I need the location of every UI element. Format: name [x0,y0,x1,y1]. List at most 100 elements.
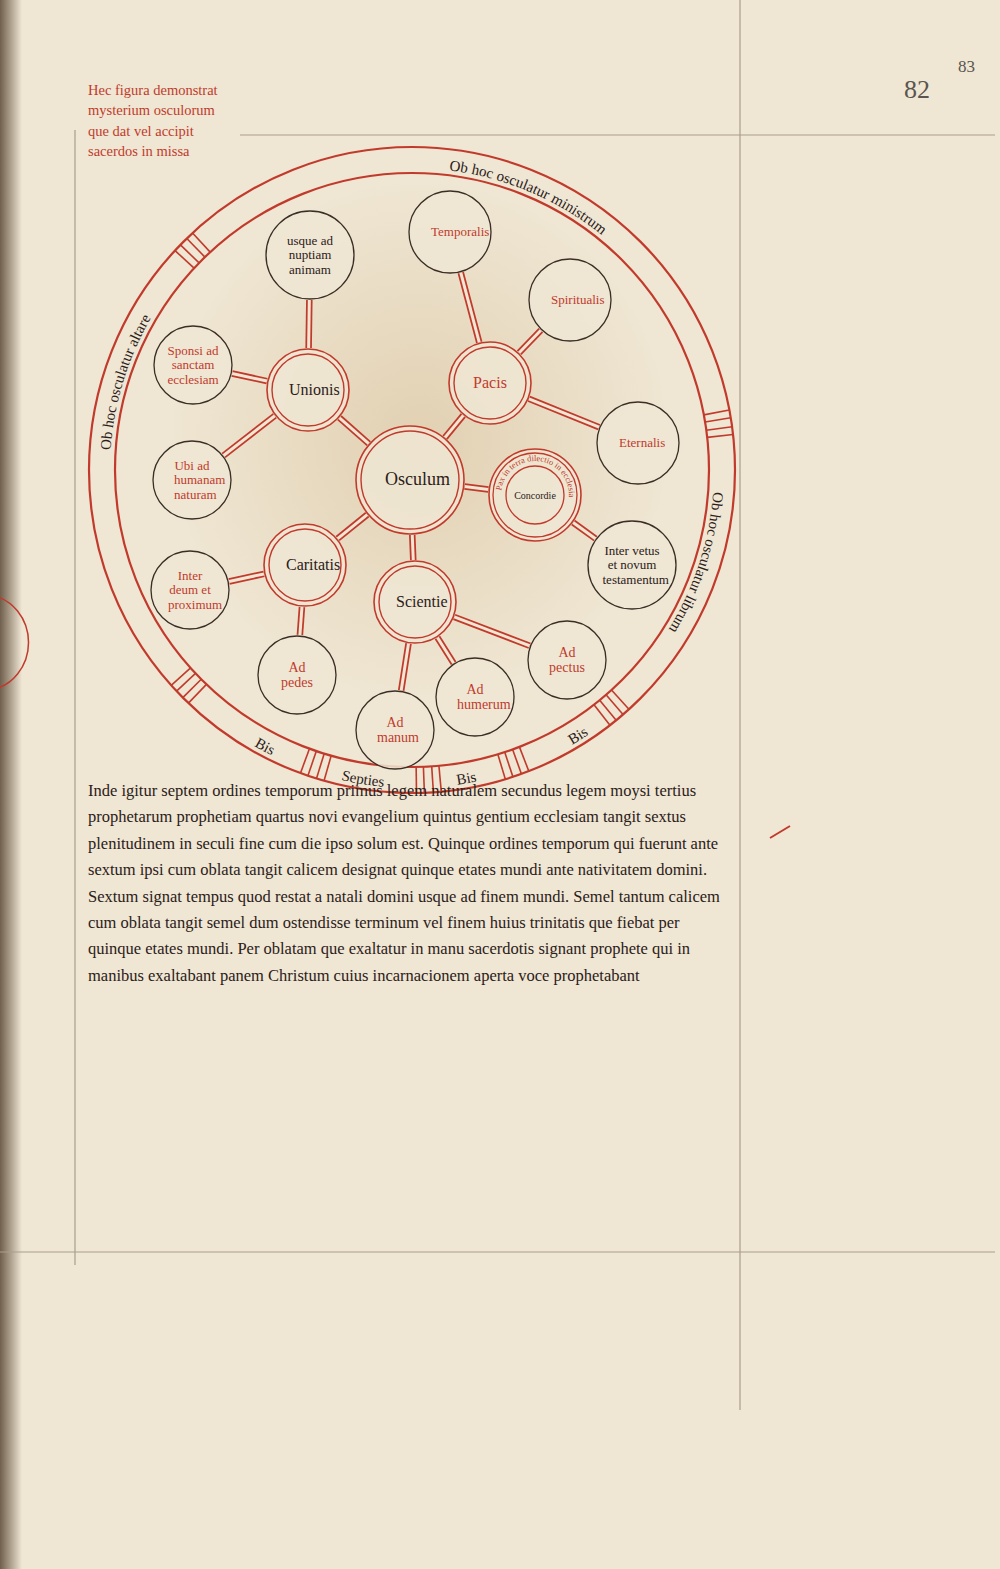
circle-border [154,326,232,404]
leaf-circle: Ad manum [355,690,435,770]
circle-text: Inter deum et proximum [168,569,212,612]
outer-ring [356,426,464,534]
ladder-mark [308,751,316,776]
inner-ring [379,566,451,638]
double-connector [573,523,595,539]
connector-inner [437,638,453,664]
outer-ring [489,449,581,541]
connector-outer [412,535,413,560]
core-ring [506,466,564,524]
circle-border [588,521,676,609]
connector-outer [437,638,453,664]
circle-text: Ubi ad humanam naturam [174,459,210,502]
connector-inner [573,523,595,539]
connector-outer [339,418,368,444]
circle-border [153,441,231,519]
leaf-circle: Eternalis [596,401,680,485]
margin-fragment [0,595,29,690]
node-label: Inter deum et proximum [168,569,212,612]
connector-inner [454,617,529,646]
connector-inner [461,273,479,343]
node-label: Ad pedes [279,660,315,691]
double-connector [519,330,541,353]
circle-border [436,658,514,736]
node-label: Temporalis [431,225,469,239]
leaf-circle: Ad pedes [257,635,337,715]
connector-outer [573,523,595,539]
connector-outer [401,643,408,690]
circle-border [151,551,229,629]
connector-outer [229,574,264,582]
ruling-line [240,134,995,135]
outer-ring [449,342,531,424]
inscribed-circle: Pax in terra dilectio in ecclesiaConcord… [488,448,582,542]
connector-inner [339,418,368,444]
ladder-mark [171,668,190,685]
circle-text: Ad humerum [457,682,493,713]
inner-ring [269,529,341,601]
leaf-circle: Inter vetus et novum testamentum [587,520,677,610]
circle-text: Scientie [396,593,434,611]
circle-text: Ad pectus [549,645,585,676]
connector-outer [224,416,275,456]
leaf-circle: Spiritualis [528,258,612,342]
connector-outer [465,487,489,490]
connector-inner [412,535,413,560]
node-label: Sponsi ad sanctam ecclesiam [167,344,219,387]
ring-text-path: Ob hoc osculatur altare [98,311,154,450]
connector-outer [519,330,541,353]
leaf-circle: Inter deum et proximum [150,550,230,630]
circle-border [258,636,336,714]
double-connector [300,607,302,635]
connector-outer [454,617,529,646]
node-label: Inter vetus et novum testamentum [603,544,662,587]
hub-circle: Pacis [448,341,532,425]
connector-outer [461,273,479,343]
circle-border [528,621,606,699]
connector-inner [229,574,264,582]
ladder-mark [188,684,206,703]
connector-outer [445,415,463,437]
double-connector [401,643,408,690]
circle-text: Osculum [385,470,435,490]
node-label: Ad pectus [549,645,585,676]
ring-text: Bis [252,735,277,759]
ring-text: Bis [565,723,590,747]
node-label: Pacis [471,374,509,392]
connector-inner [300,607,302,635]
leaf-circle: usque ad nuptiam animam [265,210,355,300]
connector-inner [224,416,275,456]
folio-number: 82 [904,76,930,105]
ruling-line [74,130,75,1265]
leaf-circle: Temporalis [408,190,492,274]
double-connector [465,487,489,490]
gutter-shadow [0,0,22,1569]
double-connector [338,515,368,539]
leaf-circle: Ubi ad humanam naturam [152,440,232,520]
ring-text-path: Bis [565,723,590,747]
ladder-mark [704,410,730,415]
circle-border [597,402,679,484]
circle-text: Ad manum [377,715,413,746]
connector-inner [401,643,408,690]
double-connector [229,574,264,582]
hub-circle: Caritatis [263,523,347,607]
double-connector [529,399,599,427]
ruling-line [739,0,740,1410]
ruling-line [0,1251,995,1252]
node-label: Ad humerum [457,682,493,713]
circle-text: Pacis [471,374,509,392]
ladder-mark [594,705,610,726]
node-label: Scientie [396,593,434,611]
ladder-mark [505,752,513,777]
node-label: Concordie [514,490,556,501]
stain [170,180,670,700]
connector-outer [529,399,599,427]
leaf-circle: Ad humerum [435,657,515,737]
ladder-mark [705,418,731,422]
ladder-mark [316,754,324,779]
ring-outline [115,173,709,767]
node-label: Unionis [289,381,327,399]
outer-ring [374,561,456,643]
